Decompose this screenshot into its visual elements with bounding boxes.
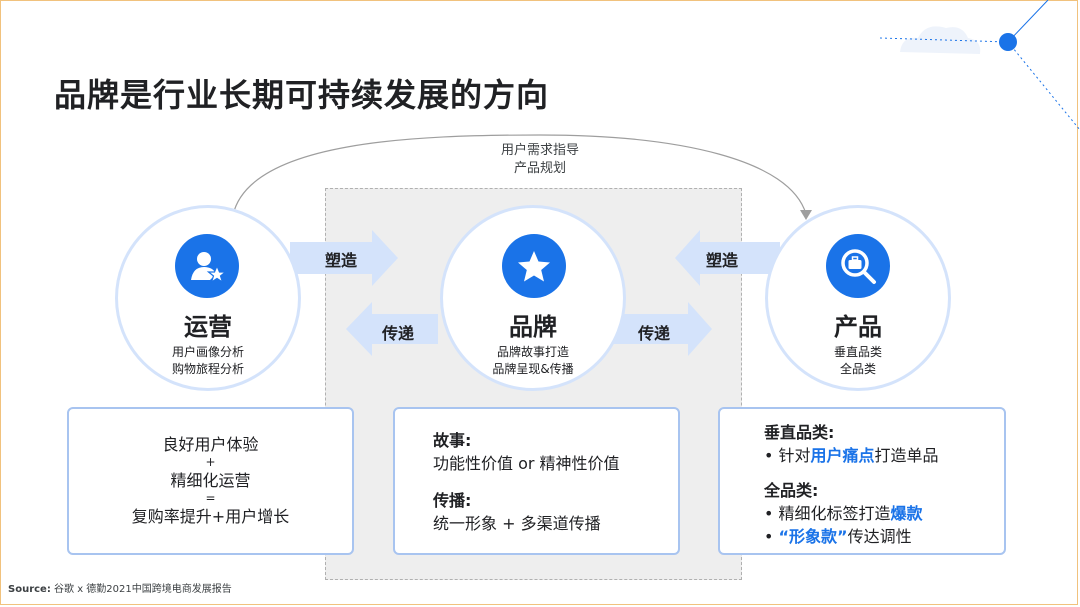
operations-card: 良好用户体验 + 精细化运营 = 复购率提升+用户增长 [67, 407, 354, 555]
product-line-1: 垂直品类 [833, 345, 882, 359]
full-bullet-1-highlight: 爆款 [890, 504, 923, 523]
arrow-shape-top-right [675, 230, 780, 286]
full-category-bullet-1: • 精细化标签打造爆款 [764, 502, 1004, 525]
source-label: Source: [8, 584, 51, 595]
source-note: Source: 谷歌 x 德勤2021中国跨境电商发展报告 [8, 580, 232, 595]
user-star-icon [175, 234, 239, 298]
operations-card-equals: = [205, 491, 216, 505]
vertical-heading: 垂直品类: [764, 423, 835, 442]
full-bullet-2-post: 传达调性 [847, 527, 912, 546]
full-bullet-1-pre: • 精细化标签打造 [764, 504, 891, 523]
operations-card-plus: + [205, 455, 216, 469]
vertical-bullet-post: 打造单品 [874, 446, 939, 465]
source-text: 谷歌 x 德勤2021中国跨境电商发展报告 [50, 584, 232, 595]
operations-line-2: 购物旅程分析 [171, 362, 244, 376]
product-subtitle: 垂直品类 全品类 [765, 344, 951, 378]
arc-label-line-1: 用户需求指导 [500, 143, 579, 158]
arrow-label-deliver-left: 传递 [382, 324, 415, 343]
operations-card-line-1: 良好用户体验 [162, 435, 259, 454]
vertical-bullet: • 针对用户痛点打造单品 [764, 444, 1004, 467]
page-title: 品牌是行业长期可持续发展的方向 [54, 76, 550, 114]
operations-card-line-3: 复购率提升+用户增长 [131, 507, 290, 526]
arrow-label-shape-left: 塑造 [325, 251, 358, 270]
arrow-shape-top-left [290, 230, 398, 286]
operations-subtitle: 用户画像分析 购物旅程分析 [115, 344, 301, 378]
full-category-heading: 全品类: [764, 481, 819, 500]
star-icon [502, 234, 566, 298]
network-node [999, 33, 1017, 51]
network-decoration [880, 0, 1080, 131]
brand-card: 故事: 功能性价值 or 精神性价值 传播: 统一形象 + 多渠道传播 [393, 407, 680, 555]
arrow-shape-bottom-right [612, 302, 712, 356]
search-briefcase-icon [826, 234, 890, 298]
vertical-bullet-highlight: 用户痛点 [810, 446, 875, 465]
product-title: 产品 [834, 313, 882, 341]
product-line-2: 全品类 [839, 362, 876, 376]
spread-text: 统一形象 + 多渠道传播 [433, 514, 601, 533]
brand-line-1: 品牌故事打造 [496, 345, 569, 359]
operations-title: 运营 [184, 313, 232, 341]
full-bullet-2-pre: • [764, 527, 779, 546]
story-text: 功能性价值 or 精神性价值 [433, 454, 620, 473]
brand-title: 品牌 [509, 313, 557, 341]
spread-heading: 传播: [433, 491, 472, 510]
vertical-bullet-pre: • 针对 [764, 446, 811, 465]
full-category-bullet-2: • “形象款”传达调性 [764, 525, 1004, 548]
full-bullet-2-highlight: “形象款” [778, 527, 848, 546]
operations-line-1: 用户画像分析 [171, 345, 244, 359]
arrow-shape-bottom-left [346, 302, 438, 356]
product-card: 垂直品类: • 针对用户痛点打造单品 全品类: • 精细化标签打造爆款 • “形… [718, 407, 1006, 555]
operations-card-line-2: 精细化运营 [170, 471, 251, 490]
story-heading: 故事: [433, 431, 472, 450]
brand-line-2: 品牌呈现&传播 [492, 362, 574, 376]
arc-label-line-2: 产品规划 [513, 161, 566, 176]
brand-subtitle: 品牌故事打造 品牌呈现&传播 [440, 344, 626, 378]
arrow-label-deliver-right: 传递 [638, 324, 671, 343]
arc-label: 用户需求指导 产品规划 [470, 142, 610, 178]
arrow-label-shape-right: 塑造 [706, 251, 739, 270]
